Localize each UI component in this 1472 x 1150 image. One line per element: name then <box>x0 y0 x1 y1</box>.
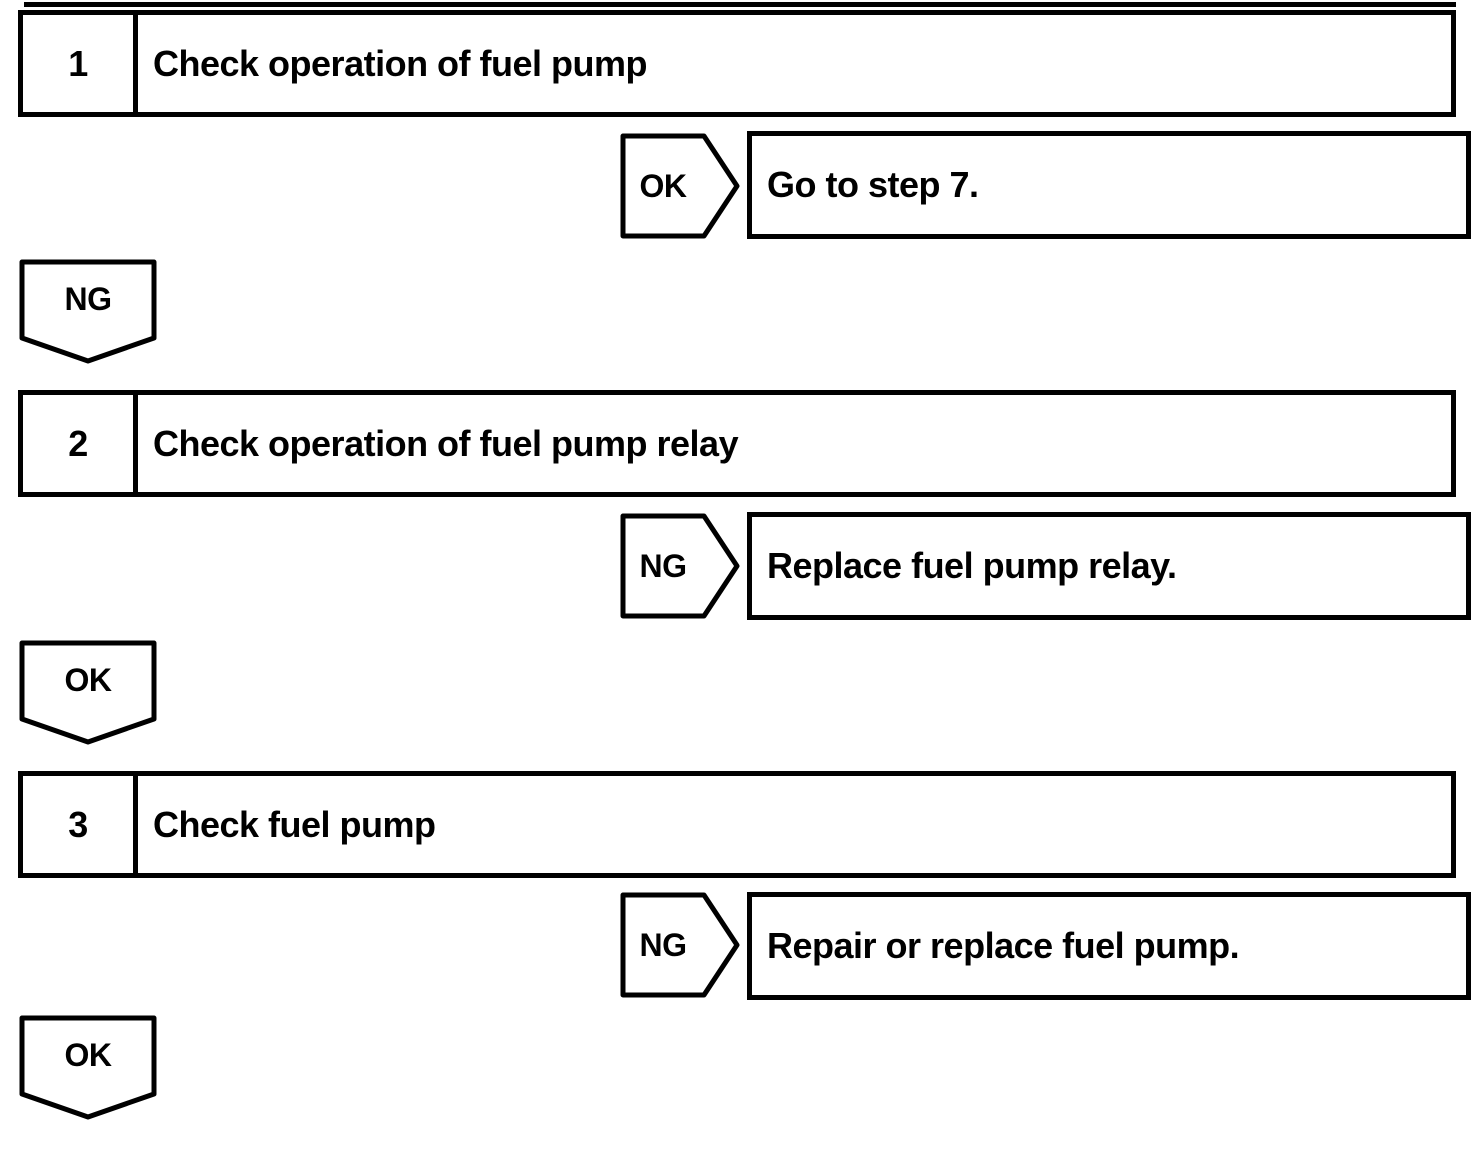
branch-arrow-right: NG <box>620 892 740 998</box>
branch-arrow-right: OK <box>620 133 740 239</box>
right-pentagon-icon <box>620 513 740 619</box>
right-pentagon-icon <box>620 892 740 998</box>
down-pentagon-icon <box>19 640 157 745</box>
step-title: Check fuel pump <box>153 803 436 845</box>
step-box-3: 3 Check fuel pump <box>18 771 1456 878</box>
step-number: 3 <box>23 776 138 873</box>
continue-arrow-down: OK <box>19 640 157 746</box>
step-title: Check operation of fuel pump <box>153 42 648 84</box>
result-text: Go to step 7. <box>767 164 979 205</box>
page-top-rule <box>24 2 1456 7</box>
result-box: Replace fuel pump relay. <box>747 512 1471 620</box>
continue-arrow-down: NG <box>19 259 157 365</box>
result-text: Replace fuel pump relay. <box>767 545 1177 586</box>
branch-label: OK <box>639 167 688 204</box>
step-title: Check operation of fuel pump relay <box>153 422 739 464</box>
step-box-2: 2 Check operation of fuel pump relay <box>18 390 1456 497</box>
down-pentagon-icon <box>19 1015 157 1120</box>
continue-label: NG <box>64 280 113 317</box>
down-pentagon-icon <box>19 259 157 364</box>
result-text: Repair or replace fuel pump. <box>767 925 1240 966</box>
right-pentagon-icon <box>620 133 740 239</box>
result-box: Repair or replace fuel pump. <box>747 892 1471 1000</box>
step-number: 1 <box>23 15 138 112</box>
step-box-1: 1 Check operation of fuel pump <box>18 10 1456 117</box>
continue-arrow-down: OK <box>19 1015 157 1121</box>
branch-label: NG <box>639 926 688 963</box>
result-box: Go to step 7. <box>747 131 1471 239</box>
continue-label: OK <box>64 661 113 698</box>
step-number: 2 <box>23 395 138 492</box>
branch-label: NG <box>639 547 688 584</box>
branch-arrow-right: NG <box>620 513 740 619</box>
continue-label: OK <box>64 1036 113 1073</box>
